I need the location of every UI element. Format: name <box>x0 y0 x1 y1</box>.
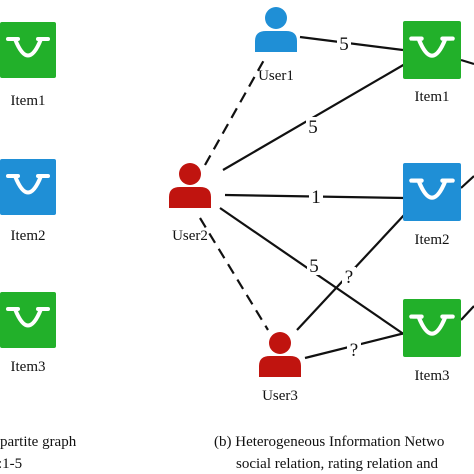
item2-bag-icon <box>403 163 461 221</box>
user3-user-icon <box>259 332 301 377</box>
left-item3-bag-icon <box>0 292 56 348</box>
edge-user2-user3 <box>199 217 269 331</box>
right-caption-line1: (b) Heterogeneous Information Netwo <box>214 434 444 450</box>
left-item3-label: Item3 <box>11 359 46 375</box>
user2-label: User2 <box>172 228 208 244</box>
edge-weight-user2-item2: 1 <box>311 187 321 208</box>
user3-label: User3 <box>262 388 298 404</box>
edge-weight-user1-item1: 5 <box>339 34 349 55</box>
edge-weight-user2-item1: 5 <box>308 117 318 138</box>
edge-item2-offscreen <box>460 175 474 189</box>
left-item1-bag-icon <box>0 22 56 78</box>
edge-item1-offscreen <box>460 58 474 66</box>
edge-weight-user3-item2: ? <box>345 267 353 288</box>
left-caption-line1: partite graph <box>0 434 77 450</box>
edge-weight-user2-item3: 5 <box>309 256 319 277</box>
edge-weight-user3-item3: ? <box>350 340 358 361</box>
left-item2-bag-icon <box>0 159 56 215</box>
right-caption-line2: social relation, rating relation and <box>236 456 439 472</box>
item3-label: Item3 <box>415 368 450 384</box>
edge-user2-user1 <box>204 59 265 166</box>
item3-bag-icon <box>403 299 461 357</box>
nodes-layer <box>0 7 461 377</box>
item1-label: Item1 <box>415 89 450 105</box>
user1-user-icon <box>255 7 297 52</box>
item2-label: Item2 <box>415 232 450 248</box>
edge-item3-offscreen <box>460 305 474 321</box>
edge-user1-item1 <box>299 35 404 52</box>
left-caption-line2: :1-5 <box>0 456 22 472</box>
user2-user-icon <box>169 163 211 208</box>
item1-bag-icon <box>403 21 461 79</box>
left-item2-label: Item2 <box>11 228 46 244</box>
left-item1-label: Item1 <box>11 93 46 109</box>
user1-label: User1 <box>258 68 294 84</box>
